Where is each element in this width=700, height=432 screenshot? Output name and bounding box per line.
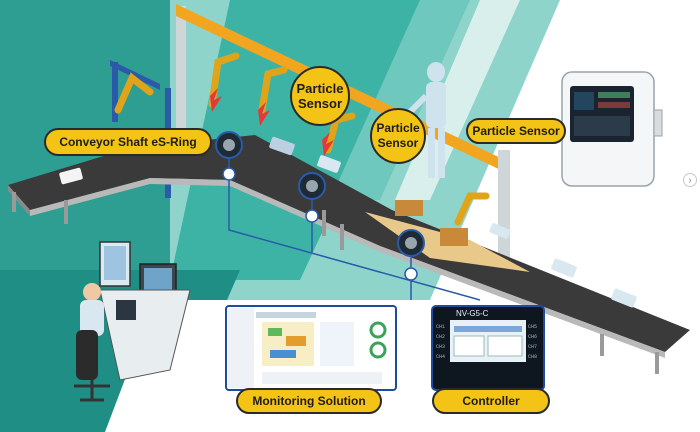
particle-sensor-device [561,71,663,187]
desk-operator [74,241,191,402]
channel-label: CH2 [436,334,446,340]
monitoring-dashboard [225,305,397,391]
channel-label: CH1 [436,324,446,330]
channel-label: CH5 [528,324,538,330]
monitoring-solution-label: Monitoring Solution [236,388,382,414]
channel-label: CH4 [436,354,446,360]
particle-sensor-label-1: Particle Sensor [290,66,350,126]
label-line: Sensor [377,136,419,150]
controller-channels-right: CH5 CH6 CH7 CH8 [528,322,537,362]
connection-lines [222,158,481,301]
controller-channels-left: CH1 CH2 CH3 CH4 [436,322,445,362]
channel-label: CH6 [528,334,538,340]
cleanroom-worker [407,62,446,178]
label-line: Sensor [297,96,343,111]
controller-label: Controller [432,388,550,414]
chevron-right-icon: › [688,174,692,186]
conveyor-shaft-label: Conveyor Shaft eS-Ring [44,128,212,156]
carousel-next-button[interactable]: › [683,173,697,187]
robot-arms [114,52,490,226]
label-line: Particle [376,121,420,135]
channel-label: CH8 [528,354,538,360]
channel-label: CH7 [528,344,538,350]
particle-sensor-label-2: Particle Sensor [370,108,426,164]
particle-sensor-device-label: Particle Sensor [466,118,566,144]
conveyor-belt [8,135,690,374]
controller-device [431,305,545,391]
channel-label: CH3 [436,344,446,350]
controller-model: NV-G5-C [456,309,489,318]
belt-phones [59,136,637,308]
label-line: Particle [296,81,344,96]
